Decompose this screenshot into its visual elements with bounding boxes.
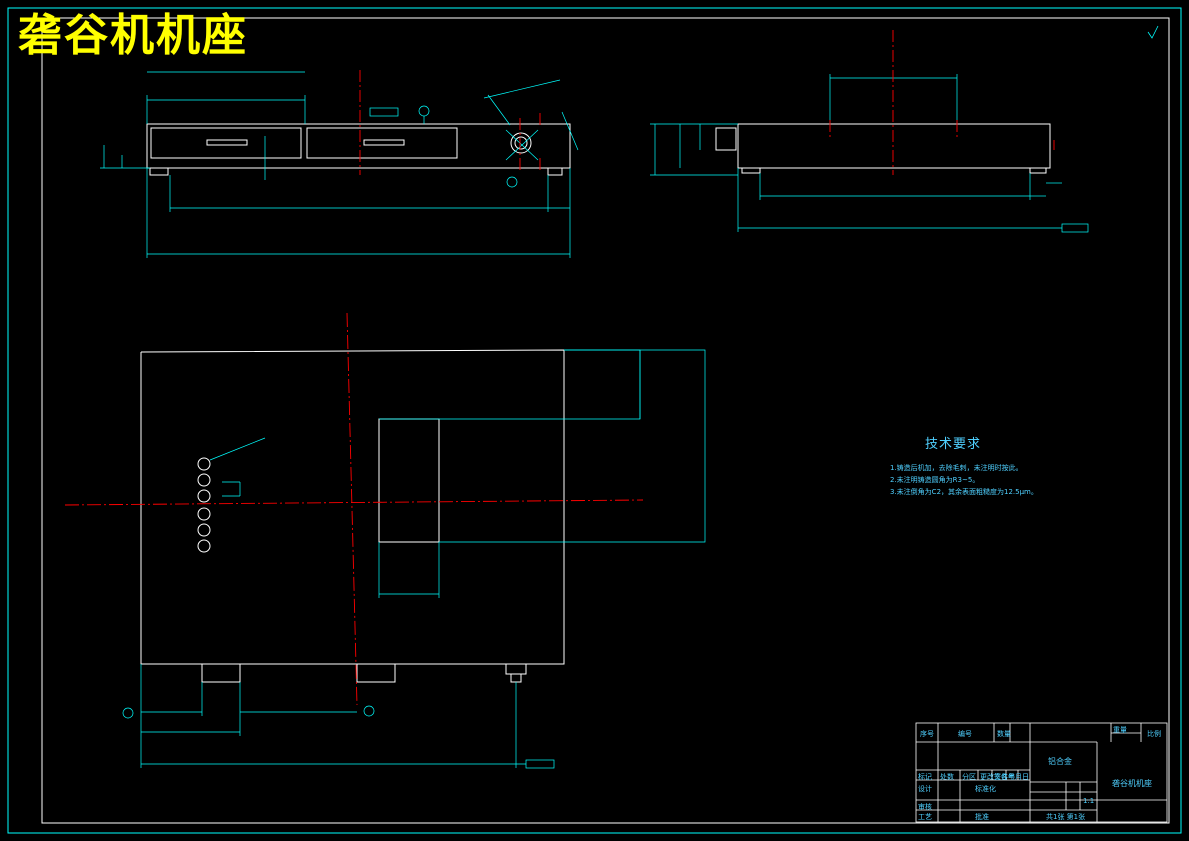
drawing-title-overlay: 砻谷机机座	[18, 10, 248, 61]
tb-role-standard: 标准化	[975, 785, 996, 793]
roughness-symbol	[1147, 25, 1159, 39]
tb-header-code: 编号	[958, 730, 972, 738]
tb-role-review: 审核	[918, 803, 932, 811]
front-view-centerlines	[359, 70, 541, 175]
front-view-dimensions	[100, 71, 579, 258]
tb-header-qty: 数量	[997, 730, 1011, 738]
tb-sheet: 共1张 第1张	[1046, 813, 1086, 821]
top-view-centerlines	[64, 312, 644, 706]
tb-scale-value: 1:1	[1083, 797, 1095, 805]
tb-role-design: 设计	[918, 785, 932, 793]
tb-row-change: 更改文件号	[980, 773, 1015, 781]
tech-note-3: 3.未注倒角为C2，其余表面粗糙度为12.5μm。	[890, 488, 1038, 496]
side-view-dimensions	[650, 74, 1089, 233]
tb-header-scale: 比例	[1147, 730, 1161, 738]
tb-material: 铝合金	[1048, 757, 1072, 766]
tech-note-2: 2.未注明铸造圆角为R3~5。	[890, 476, 980, 484]
inner-border	[41, 17, 1170, 824]
tb-row-count: 处数	[940, 773, 954, 781]
tb-header-seq: 序号	[920, 730, 934, 738]
tb-row-mark: 标记	[918, 773, 932, 781]
side-view-centerlines	[829, 30, 1055, 175]
title-block	[915, 722, 1168, 823]
tb-header-weight: 重量	[1113, 726, 1127, 734]
tech-note-1: 1.铸造后机加，去除毛刺，未注明时按此。	[890, 464, 1023, 472]
tb-role-process: 工艺	[918, 813, 932, 821]
technical-requirements-notes: 1.铸造后机加，去除毛刺，未注明时按此。 2.未注明铸造圆角为R3~5。 3.未…	[890, 462, 1038, 498]
tb-row-date: 年月日	[1008, 773, 1029, 781]
tb-row-zone: 分区	[962, 773, 976, 781]
top-view-dimensions	[122, 349, 706, 769]
technical-requirements-heading: 技术要求	[925, 437, 982, 452]
tb-role-approve: 批准	[975, 813, 989, 821]
top-view	[140, 349, 565, 683]
tb-part-name: 砻谷机机座	[1112, 779, 1152, 788]
tb-row-sign: 签名	[994, 773, 1008, 781]
front-view	[146, 123, 571, 176]
side-view	[715, 123, 1051, 174]
outer-border	[7, 7, 1182, 834]
